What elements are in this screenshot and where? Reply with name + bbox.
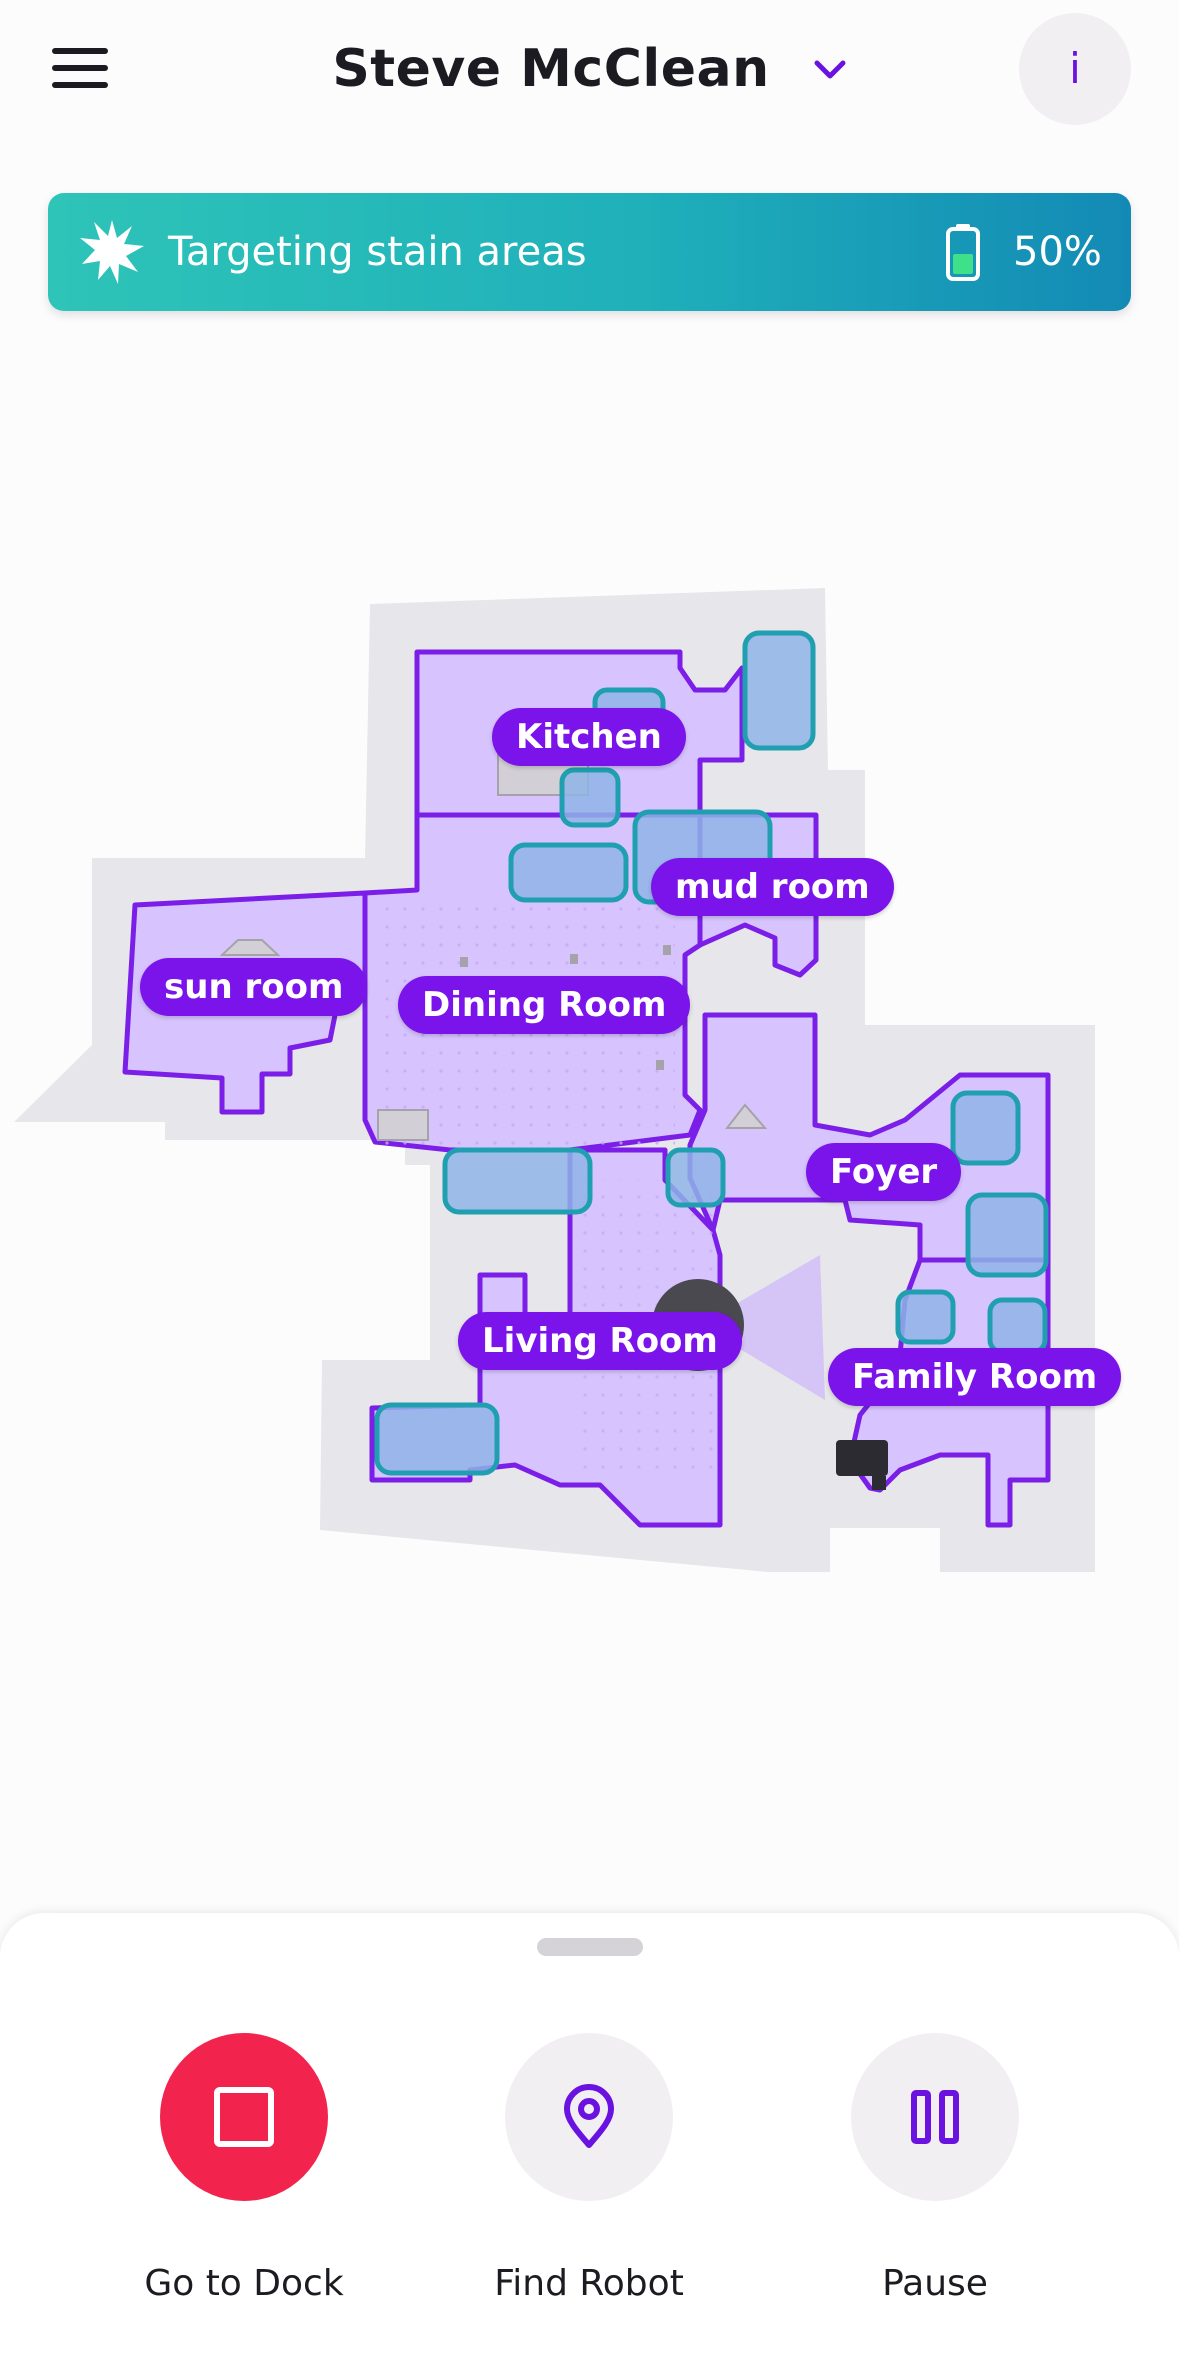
robot-name-title: Steve McClean bbox=[332, 39, 770, 99]
pause-label: Pause bbox=[882, 2263, 988, 2304]
chevron-down-icon bbox=[814, 60, 846, 79]
bottom-sheet: Go to Dock Find Robot Pause bbox=[0, 1913, 1179, 2373]
room-label-kitchen[interactable]: Kitchen bbox=[492, 708, 686, 766]
pause-action: Pause bbox=[795, 2033, 1075, 2333]
floor-map[interactable]: Kitchen mud room sun room Dining Room Fo… bbox=[0, 560, 1179, 1580]
go-to-dock-label: Go to Dock bbox=[144, 2263, 344, 2304]
find-robot-button[interactable] bbox=[505, 2033, 673, 2201]
robot-selector[interactable]: Steve McClean bbox=[0, 34, 1179, 104]
sheet-drag-handle[interactable] bbox=[537, 1938, 643, 1956]
find-robot-label: Find Robot bbox=[494, 2263, 684, 2304]
battery-icon bbox=[946, 224, 980, 281]
pause-icon bbox=[911, 2090, 959, 2144]
info-button[interactable]: i bbox=[1019, 13, 1131, 125]
go-to-dock-action: Go to Dock bbox=[104, 2033, 384, 2333]
sparkle-icon bbox=[80, 220, 144, 284]
room-label-foyer[interactable]: Foyer bbox=[806, 1143, 962, 1201]
location-pin-icon bbox=[564, 2084, 614, 2148]
hamburger-menu-icon[interactable] bbox=[46, 40, 116, 100]
stop-square-icon bbox=[214, 2087, 274, 2147]
room-label-living-room[interactable]: Living Room bbox=[458, 1312, 742, 1370]
battery-percentage: 50% bbox=[1013, 229, 1102, 275]
robot-vision-cone bbox=[700, 1255, 825, 1400]
find-robot-action: Find Robot bbox=[449, 2033, 729, 2333]
pause-button[interactable] bbox=[851, 2033, 1019, 2201]
room-label-sun-room[interactable]: sun room bbox=[140, 958, 368, 1016]
room-label-dining-room[interactable]: Dining Room bbox=[398, 976, 691, 1034]
dock-icon bbox=[836, 1440, 888, 1490]
room-label-mud-room[interactable]: mud room bbox=[651, 858, 894, 916]
status-text: Targeting stain areas bbox=[168, 229, 587, 275]
room-label-family-room[interactable]: Family Room bbox=[828, 1348, 1122, 1406]
go-to-dock-button[interactable] bbox=[160, 2033, 328, 2201]
status-banner: Targeting stain areas 50% bbox=[48, 193, 1131, 311]
header: Steve McClean i bbox=[0, 0, 1179, 150]
